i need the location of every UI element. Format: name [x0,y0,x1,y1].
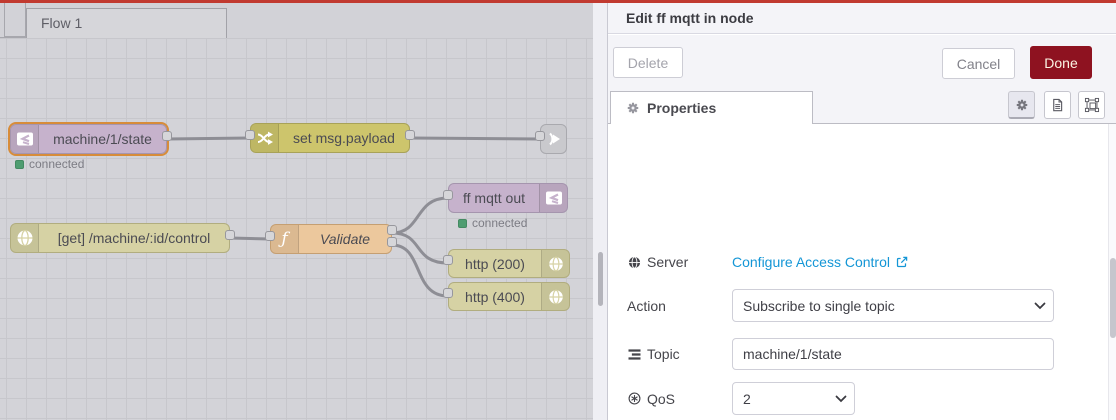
node-http-response-200[interactable]: http (200) [448,249,570,278]
node-status: connected [15,157,84,171]
node-mqtt-out[interactable]: ff mqtt out [448,183,568,213]
gear-icon [1016,99,1027,110]
function-icon: ƒ [271,225,299,253]
form-row-action: Action Subscribe to single topic [627,289,1054,322]
port-output[interactable] [162,131,172,141]
function-glyph: ƒ [281,229,288,249]
globe-icon [541,283,569,310]
document-icon [1053,98,1063,112]
tabbar-bottom-line [0,37,26,38]
status-dot-connected [458,218,467,228]
canvas-scrollbar-track [593,3,608,420]
node-change[interactable]: set msg.payload [250,123,410,153]
appearance-icon [1084,97,1099,113]
node-http-response-400[interactable]: http (400) [448,282,570,311]
node-label: Validate [319,231,371,247]
tab-button-appearance[interactable] [1078,91,1105,119]
configure-access-control-link[interactable]: Configure Access Control [732,254,909,270]
tray-tabbar: Properties [608,84,1116,124]
status-text: connected [29,157,85,171]
tabbar-border [608,123,1116,124]
tray-title: Edit ff mqtt in node [626,10,754,26]
node-function[interactable]: ƒ Validate [270,224,392,254]
action-label-text: Action [627,297,666,314]
form-row-qos: QoS 2 [627,382,855,415]
tasks-icon [628,348,641,360]
globe-icon [541,250,569,277]
action-select[interactable]: Subscribe to single topic [732,289,1054,322]
node-label: machine/1/state [53,131,152,147]
server-label: Server [627,254,732,270]
mqtt-bridge-icon [11,125,39,153]
node-label: http (400) [465,288,525,305]
globe-icon [11,224,39,252]
topic-label-text: Topic [647,346,680,362]
qos-icon [628,392,641,405]
node-label: http (200) [465,255,525,272]
wire-layer [166,136,541,298]
tab-button-properties[interactable] [1008,91,1035,119]
wire[interactable] [391,243,449,298]
port-output-2[interactable] [387,237,397,247]
globe-icon [628,255,641,269]
wire[interactable] [409,136,541,141]
port-input[interactable] [265,231,275,241]
node-label: [get] /machine/:id/control [57,230,211,246]
cancel-button[interactable]: Cancel [942,48,1015,79]
tab-properties-label: Properties [647,100,717,116]
qos-select[interactable]: 2 [732,382,855,415]
wire[interactable] [391,231,449,265]
tray-toolbar: Delete Cancel Done [608,35,1116,84]
tray-header: Edit ff mqtt in node [608,3,1116,34]
port-input[interactable] [535,131,545,141]
server-label-text: Server [647,254,689,270]
port-output[interactable] [405,130,415,140]
wire[interactable] [391,196,449,235]
topic-input[interactable] [732,338,1054,370]
flow-tab-label: Flow 1 [41,15,83,31]
shuffle-icon [251,124,279,152]
qos-label-text: QoS [647,390,676,407]
action-label: Action [627,298,732,314]
edit-tray: Edit ff mqtt in node Delete Cancel Done … [608,3,1116,420]
port-output-1[interactable] [387,225,397,235]
port-input[interactable] [245,130,255,140]
tabbar-left-edge [4,3,5,38]
tab-properties[interactable]: Properties [610,91,813,124]
mqtt-bridge-icon [539,184,567,212]
status-text: connected [472,216,528,230]
tabbar-spacer [4,3,26,37]
link-out-icon [541,125,566,153]
form-row-topic: Topic [627,338,1054,370]
port-output[interactable] [225,230,235,240]
workspace-tabbar: Flow 1 [0,3,593,38]
port-input[interactable] [443,288,453,298]
port-input[interactable] [443,190,453,200]
qos-label: QoS [627,391,732,407]
gear-icon [627,102,639,114]
tab-button-description[interactable] [1044,91,1071,119]
wire[interactable] [166,136,251,141]
flow-tab[interactable]: Flow 1 [26,8,227,38]
node-label: set msg.payload [293,130,395,146]
done-button[interactable]: Done [1030,46,1092,79]
top-accent-bar [0,0,1116,3]
node-status: connected [458,216,527,230]
node-label: ff mqtt out [463,190,525,206]
port-input[interactable] [443,255,453,265]
status-dot-connected [15,159,24,169]
tray-scrollbar-track [1108,124,1116,420]
node-mqtt-in[interactable]: machine/1/state [8,122,169,156]
canvas-scrollbar-thumb[interactable] [598,252,603,306]
tray-scrollbar-thumb[interactable] [1110,258,1116,338]
form-row-server: Server Configure Access Control [627,248,909,276]
delete-button[interactable]: Delete [613,47,683,78]
link-text: Configure Access Control [732,254,890,270]
node-http-in[interactable]: [get] /machine/:id/control [10,223,230,253]
external-link-icon [896,256,908,268]
topic-label: Topic [627,346,732,362]
wire[interactable] [229,236,271,241]
properties-form: Server Configure Access Control Action S… [608,124,1106,420]
